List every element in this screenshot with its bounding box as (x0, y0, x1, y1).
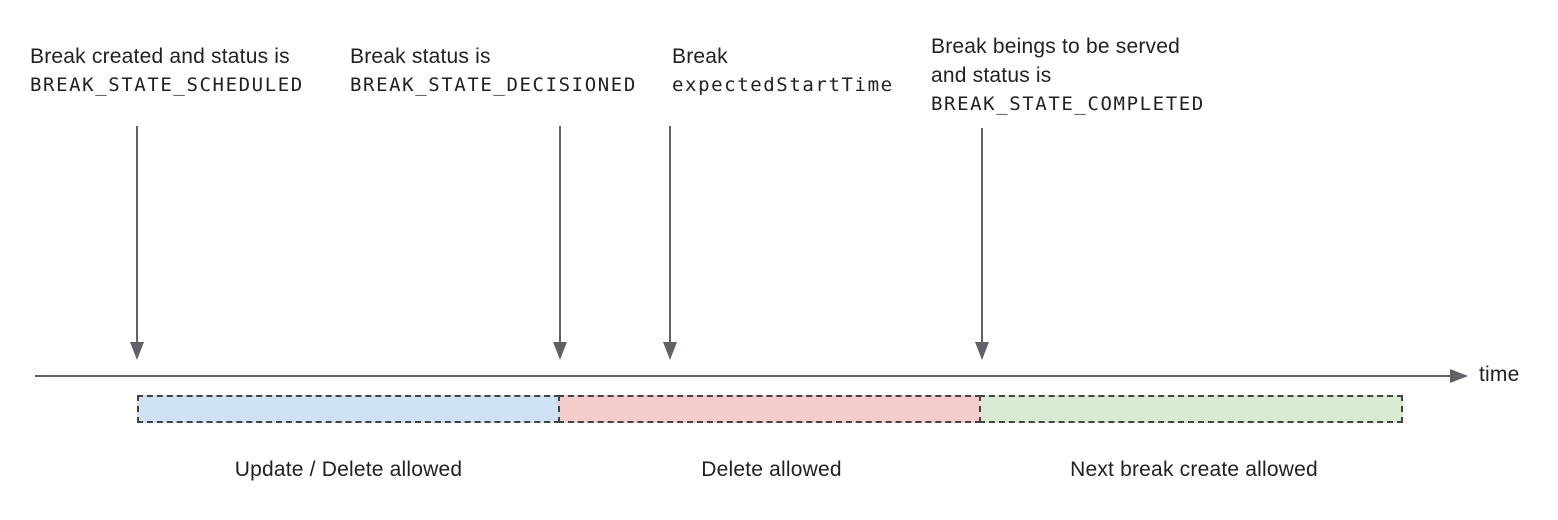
annotation-code-break-state-scheduled: BREAK_STATE_SCHEDULED (30, 74, 304, 96)
time-axis-label: time (1479, 363, 1520, 386)
annotation-code-break-state-completed: BREAK_STATE_COMPLETED (931, 93, 1205, 115)
annotation-text-line: Break status is (350, 45, 491, 68)
segment-delete-allowed (558, 395, 981, 423)
annotation-text-line: Break beings to be served (931, 35, 1180, 58)
annotation-text-line: Break (672, 45, 728, 68)
arrowhead-down-icon (130, 342, 144, 360)
event-arrow-break-completed (975, 128, 989, 360)
event-arrow-break-decisioned (553, 126, 567, 360)
annotation-break-decisioned: Break status is BREAK_STATE_DECISIONED (350, 42, 637, 100)
segment-label-delete: Delete allowed (701, 458, 842, 481)
annotation-text-line: Break created and status is (30, 45, 290, 68)
annotation-break-completed: Break beings to be served and status is … (931, 32, 1205, 119)
segment-next-break-create-allowed (979, 395, 1403, 423)
arrowhead-down-icon (553, 342, 567, 360)
arrowhead-down-icon (663, 342, 677, 360)
segment-captions-row: Update / Delete allowed Delete allowed N… (137, 458, 1405, 482)
annotation-expected-start-time: Break expectedStartTime (672, 42, 894, 100)
event-arrow-expected-start-time (663, 126, 677, 360)
event-arrow-break-created (130, 126, 144, 360)
annotation-code-break-state-decisioned: BREAK_STATE_DECISIONED (350, 74, 637, 96)
time-axis (35, 369, 1468, 383)
timeline-bar (137, 395, 1405, 423)
segment-label-update-delete: Update / Delete allowed (234, 458, 463, 481)
annotation-code-expected-start-time: expectedStartTime (672, 74, 894, 96)
arrowhead-right-icon (1450, 369, 1468, 383)
arrowhead-down-icon (975, 342, 989, 360)
segment-update-delete-allowed (137, 395, 560, 423)
segment-label-next-break-create: Next break create allowed (1070, 458, 1318, 481)
annotation-break-created: Break created and status is BREAK_STATE_… (30, 42, 304, 100)
annotation-text-line: and status is (931, 64, 1052, 87)
